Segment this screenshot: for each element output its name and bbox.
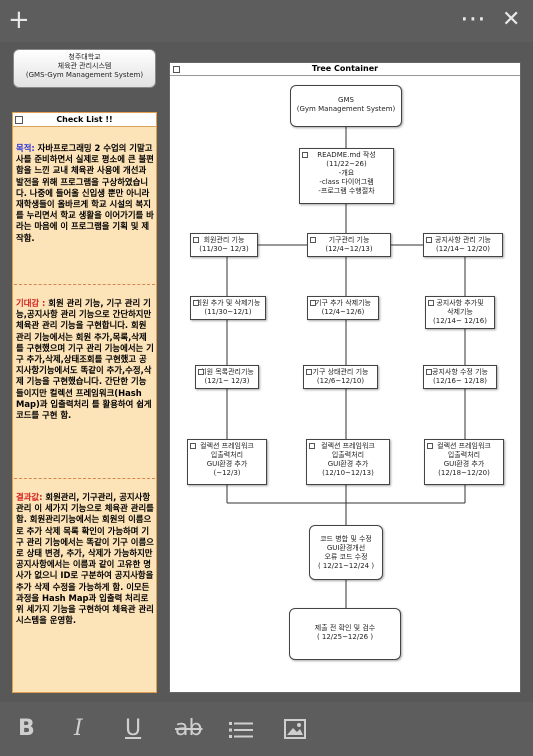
purpose-label: 목적: [16, 143, 35, 153]
tree-node-member-list[interactable]: 회원 목록관리기능 (12/1~ 12/3) [195, 365, 259, 389]
collapse-icon[interactable] [193, 237, 199, 243]
tree-node-readme[interactable]: README.md 작성 (11/22~26) -개요 -class 다이어그램… [299, 148, 394, 204]
tree-node-label: GMS (Gym Management System) [296, 96, 396, 113]
tree-node-label: 제출 전 확인 및 검수 ( 12/25~12/26 ) [314, 624, 376, 641]
tree-node-label: 컬렉션 프레임워크 입출력처리 GUI환경 추가 (~12/3) [200, 442, 254, 477]
add-icon[interactable]: + [8, 5, 30, 35]
tree-node-equip-status[interactable]: 기구 상태관리 기능 (12/6~12/10) [303, 365, 378, 389]
tree-node-label: 컬렉션 프레임워크 입출력처리 GUI환경 추가 (12/10~12/13) [321, 442, 375, 477]
collapse-icon[interactable] [427, 443, 433, 449]
tree-node-label: 회원관리 기능 (11/30~ 12/3) [199, 236, 249, 253]
tree-node-label: 기구 상태관리 기능 (12/6~12/10) [312, 368, 369, 385]
title-line-1: 청주대학교 [68, 53, 101, 61]
tree-node-notice-mgmt[interactable]: 공지사항 관리 기능 (12/14~ 12/20) [423, 233, 503, 257]
result-label: 결과값: [16, 492, 43, 502]
tree-container-header: Tree Container [170, 63, 520, 76]
tree-node-label: 공지사항 추가및 삭제기능 (12/14~ 12/16) [433, 299, 487, 325]
collapse-icon[interactable] [302, 152, 308, 158]
tree-node-merge[interactable]: 코드 병합 및 수정 GUI환경개선 오류 코드 수정 ( 12/21~12/2… [309, 525, 383, 580]
title-line-2: 체육관 관리시스템 [57, 62, 112, 70]
tree-node-notice-edit[interactable]: 공지사항 수정 기능 (12/16~ 12/18) [423, 365, 497, 389]
purpose-text: 자바프로그래밍 2 수업의 기말고사를 준비하면서 실제로 평소에 큰 불편함을… [16, 143, 154, 243]
tree-node-label: 회원 추가 및 삭제기능 (11/30~12/1) [195, 299, 261, 316]
collapse-icon[interactable] [426, 237, 432, 243]
tree-node-label: 기구관리 기능 (12/4~12/13) [325, 236, 373, 253]
tree-node-label: 기구 추가 삭제기능 (12/4~12/6) [315, 299, 371, 316]
image-icon[interactable] [284, 719, 306, 746]
close-icon[interactable]: ✕ [502, 7, 521, 32]
tree-node-member-add[interactable]: 회원 추가 및 삭제기능 (11/30~12/1) [190, 296, 266, 320]
strikethrough-button[interactable]: ab [175, 716, 203, 741]
tree-container-title: Tree Container [311, 64, 379, 73]
check-list-title: Check List !! [56, 115, 113, 124]
expectation-text: 회원 관리 기능, 기구 관리 기능,공지사항 관리 기능으로 간단하지만 체육… [16, 298, 154, 421]
italic-button[interactable]: I [74, 716, 83, 741]
collapse-icon[interactable] [309, 443, 315, 449]
tree-node-root[interactable]: GMS (Gym Management System) [290, 85, 402, 127]
collapse-icon[interactable] [173, 66, 180, 73]
collapse-icon[interactable] [193, 300, 199, 306]
collapse-icon[interactable] [310, 300, 316, 306]
tree-node-label: 회원 목록관리기능 (12/1~ 12/3) [200, 368, 254, 385]
collapse-icon[interactable] [310, 237, 316, 243]
expectation-section: 기대감 : 회원 관리 기능, 기구 관리 기능,공지사항 관리 기능으로 간단… [16, 298, 154, 421]
tree-node-member-collections[interactable]: 컬렉션 프레임워크 입출력처리 GUI환경 추가 (~12/3) [187, 439, 267, 485]
check-list-card[interactable]: Check List !! 목적: 자바프로그래밍 2 수업의 기말고사를 준비… [12, 112, 157, 693]
result-text: 회원관리, 기구관리, 공지사항 관리 이 세가지 기능으로 체육관 관리를 함… [16, 492, 154, 626]
title-line-3: (GMS-Gym Management System) [25, 71, 144, 79]
tree-node-label: 공지사항 수정 기능 (12/16~ 12/18) [432, 368, 488, 385]
tree-node-equip-mgmt[interactable]: 기구관리 기능 (12/4~12/13) [307, 233, 391, 257]
title-box[interactable]: 청주대학교 체육관 관리시스템 (GMS-Gym Management Syst… [13, 49, 156, 88]
divider [14, 478, 155, 479]
more-icon[interactable]: ⋯ [460, 4, 486, 34]
collapse-icon[interactable] [190, 443, 196, 449]
check-list-header: Check List !! [13, 113, 156, 127]
tree-node-notice-collections[interactable]: 컬렉션 프레임워크 입출력처리 GUI환경 추가 (12/18~12/20) [424, 439, 504, 485]
bold-button[interactable]: B [18, 716, 35, 741]
tree-container[interactable]: Tree Container GMS (Gym Management Syste… [169, 62, 521, 693]
collapse-icon[interactable] [428, 300, 434, 306]
collapse-icon[interactable] [426, 369, 432, 375]
tree-node-equip-collections[interactable]: 컬렉션 프레임워크 입출력처리 GUI환경 추가 (12/10~12/13) [306, 439, 390, 485]
tree-node-label: README.md 작성 (11/22~26) -개요 -class 다이어그램… [317, 151, 376, 195]
expectation-label: 기대감 : [16, 298, 46, 308]
tree-node-equip-add[interactable]: 기구 추가 삭제기능 (12/4~12/6) [307, 296, 379, 320]
collapse-icon[interactable] [198, 369, 204, 375]
tree-node-final-check[interactable]: 제출 전 확인 및 검수 ( 12/25~12/26 ) [289, 608, 401, 660]
collapse-icon[interactable] [306, 369, 312, 375]
tree-node-label: 공지사항 관리 기능 (12/14~ 12/20) [435, 236, 491, 253]
collapse-icon[interactable] [15, 116, 23, 124]
tree-node-member-mgmt[interactable]: 회원관리 기능 (11/30~ 12/3) [190, 233, 258, 257]
top-toolbar: + ⋯ ✕ [0, 0, 533, 42]
underline-button[interactable]: U [125, 716, 142, 741]
result-section: 결과값: 회원관리, 기구관리, 공지사항 관리 이 세가지 기능으로 체육관 … [16, 492, 154, 626]
purpose-section: 목적: 자바프로그래밍 2 수업의 기말고사를 준비하면서 실제로 평소에 큰 … [16, 143, 154, 244]
format-toolbar: B I U ab [0, 702, 533, 756]
divider [14, 284, 155, 285]
list-icon[interactable] [229, 720, 253, 746]
tree-node-notice-add[interactable]: 공지사항 추가및 삭제기능 (12/14~ 12/16) [425, 296, 495, 329]
tree-node-label: 코드 병합 및 수정 GUI환경개선 오류 코드 수정 ( 12/21~12/2… [317, 535, 375, 570]
tree-node-label: 컬렉션 프레임워크 입출력처리 GUI환경 추가 (12/18~12/20) [437, 442, 491, 477]
